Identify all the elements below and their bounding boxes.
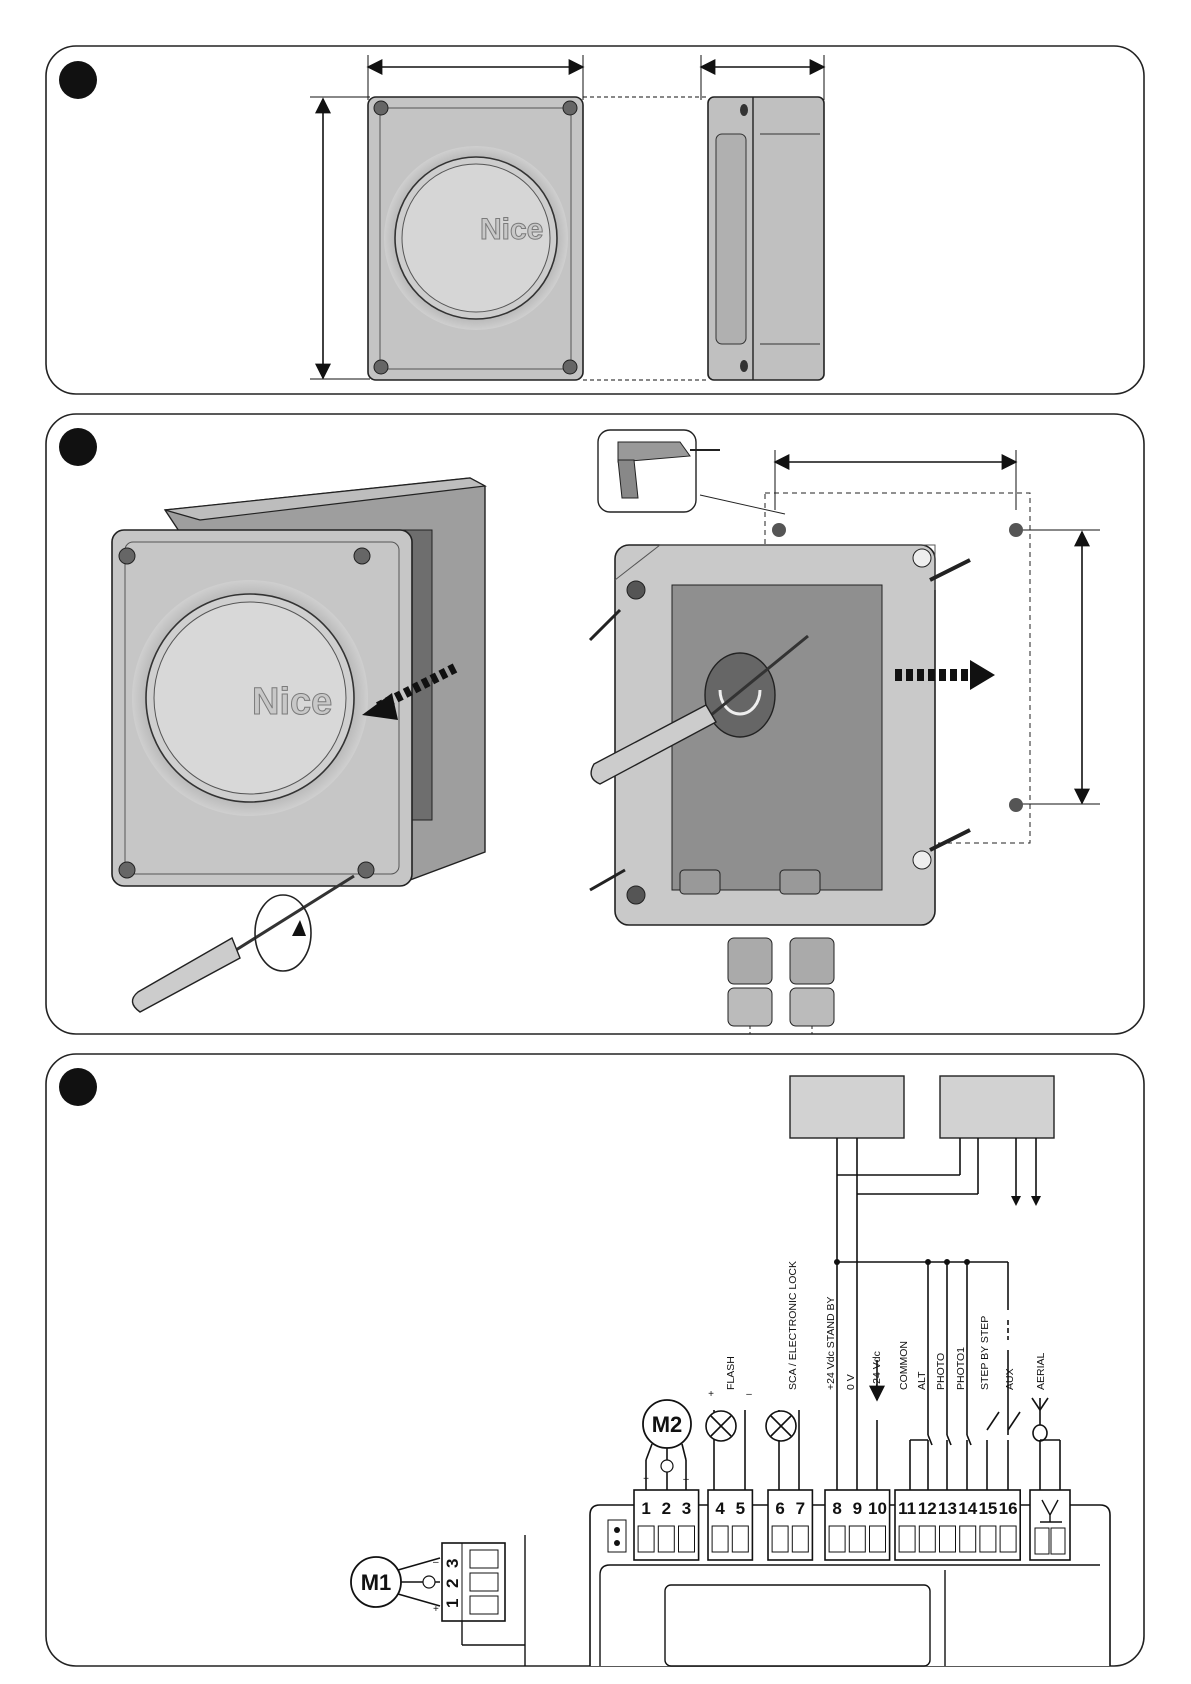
terminal-number: 14: [958, 1499, 977, 1518]
input-switches: [928, 1412, 1020, 1445]
terminal-screw: [772, 1526, 788, 1552]
terminal-number: 11: [898, 1499, 916, 1518]
label-common: COMMON: [898, 1341, 910, 1390]
terminal-number: 16: [999, 1499, 1018, 1518]
jumper-connector: [608, 1520, 626, 1552]
label-0v: 0 V: [845, 1374, 857, 1390]
terminal-screw: [899, 1526, 915, 1552]
svg-text:–: –: [683, 1474, 689, 1485]
wiring: [646, 1138, 1060, 1490]
terminal-screw: [829, 1526, 845, 1552]
terminal-screw: [980, 1526, 996, 1552]
enclosure-front-view: Nice: [368, 97, 583, 380]
ground-icon: [423, 1576, 435, 1588]
photocell-transmitter: [790, 1076, 904, 1138]
wall-mounting-illustration: [590, 430, 1100, 1034]
flash-lamp-symbol: [706, 1411, 736, 1441]
terminal-screw: [732, 1526, 748, 1552]
aerial-symbol: [1032, 1398, 1048, 1441]
svg-text:M2: M2: [652, 1412, 683, 1437]
terminal-screw: [1000, 1526, 1016, 1552]
panel-1: Nice: [46, 46, 1144, 394]
sca-lamp-symbol: [766, 1411, 796, 1441]
label-plus24: +24 Vdc: [871, 1351, 883, 1390]
terminal-screw: [658, 1526, 674, 1552]
terminal-block-aerial: [1030, 1490, 1070, 1560]
m1-terminal-2: 2: [443, 1579, 462, 1588]
nice-logo: Nice: [252, 681, 332, 723]
terminal-number: 12: [918, 1499, 937, 1518]
svg-text:–: –: [433, 1557, 439, 1568]
label-sca: SCA / ELECTRONIC LOCK: [787, 1261, 799, 1390]
terminal-number: 9: [853, 1499, 862, 1518]
terminal-screw: [712, 1526, 728, 1552]
terminal-screw: [679, 1526, 695, 1552]
terminal-screw: [940, 1526, 956, 1552]
terminal-number: 7: [796, 1499, 805, 1518]
lid-removal-illustration: Nice: [112, 478, 485, 1012]
label-flash: FLASH: [725, 1356, 737, 1390]
terminal-number: 5: [736, 1499, 745, 1518]
panel-3: M2 + – + – FLASH SCA / ELECTRONIC LOCK +…: [46, 1054, 1144, 1666]
panel-2: Nice: [46, 414, 1144, 1034]
terminal-screw: [919, 1526, 935, 1552]
label-alt: ALT: [916, 1371, 928, 1390]
terminal-number: 15: [978, 1499, 997, 1518]
terminal-screw: [638, 1526, 654, 1552]
terminal-screw: [849, 1526, 865, 1552]
label-step: STEP BY STEP: [979, 1316, 991, 1390]
label-standby: +24 Vdc STAND BY: [825, 1297, 837, 1390]
m1-terminal-3: 3: [443, 1559, 462, 1568]
terminal-number: 8: [832, 1499, 841, 1518]
nice-logo: Nice: [480, 213, 543, 246]
m1-terminal-1: 1: [443, 1599, 462, 1608]
terminal-number: 3: [682, 1499, 691, 1518]
svg-text:+: +: [708, 1389, 714, 1400]
step-marker-2: [59, 428, 97, 466]
step-marker-3: [59, 1068, 97, 1106]
svg-text:+: +: [433, 1604, 439, 1615]
terminal-number: 10: [868, 1499, 887, 1518]
svg-text:M1: M1: [361, 1570, 392, 1595]
label-aerial: AERIAL: [1035, 1352, 1047, 1390]
terminal-screw: [960, 1526, 976, 1552]
motor-m1: M1 – + 1 2 3: [351, 1535, 525, 1666]
terminal-number: 2: [662, 1499, 671, 1518]
terminal-number: 13: [938, 1499, 957, 1518]
terminal-number: 1: [641, 1499, 650, 1518]
photocell-receiver: [940, 1076, 1054, 1138]
motor-m2: M2 + –: [643, 1400, 691, 1485]
step-marker-1: [59, 61, 97, 99]
terminal-number: 6: [775, 1499, 784, 1518]
enclosure-side-view: [708, 97, 824, 380]
svg-text:+: +: [643, 1474, 649, 1485]
svg-text:–: –: [746, 1389, 752, 1400]
label-photo1: PHOTO1: [955, 1347, 967, 1390]
label-photo: PHOTO: [935, 1353, 947, 1390]
terminal-screw: [870, 1526, 886, 1552]
terminal-number: 4: [715, 1499, 725, 1518]
ground-icon: [661, 1460, 673, 1472]
label-aux: AUX: [1004, 1368, 1016, 1390]
terminal-screw: [792, 1526, 808, 1552]
